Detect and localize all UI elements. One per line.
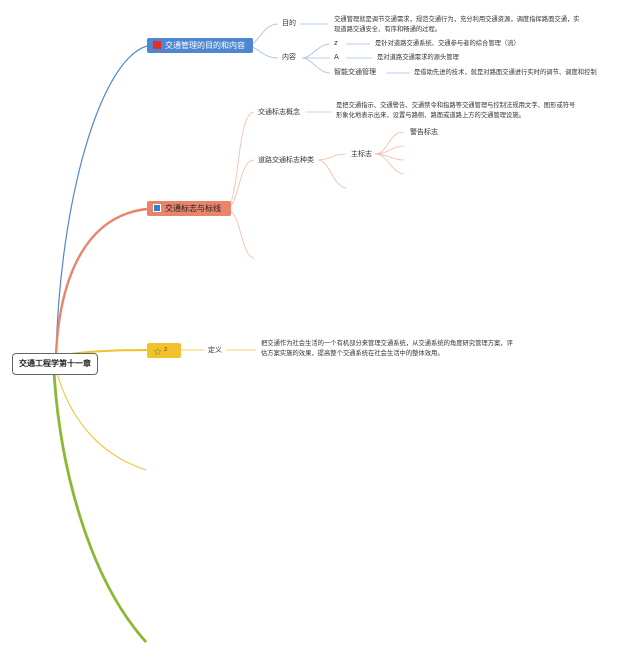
node-neirong-intel[interactable]: 智能交通管理 xyxy=(334,68,376,76)
red-square-icon xyxy=(153,41,161,49)
node-main-sign[interactable]: 主标志 xyxy=(351,150,372,158)
node-neirong-A-text: 是对道路交通需求的源头管理 xyxy=(377,54,459,61)
node-neirong-z-text: 是针对道路交通系统、交通参与者的综合管理（流） xyxy=(375,40,520,47)
connector-main-empty-3 xyxy=(374,153,405,175)
connector-root-branch1 xyxy=(55,45,148,356)
node-neirong-z[interactable]: z xyxy=(334,39,338,47)
branch-traffic-management[interactable]: 交通管理的目的和内容 xyxy=(147,38,253,53)
connector-root-yellow-extra xyxy=(55,369,147,471)
node-mudi[interactable]: 目的 xyxy=(282,19,296,27)
branch-three[interactable]: ☆2 xyxy=(147,343,181,358)
node-definition[interactable]: 定义 xyxy=(208,346,222,354)
branch-label: 交通标志与标线 xyxy=(165,204,221,213)
node-neirong-intel-text: 是借助先进的技术，就是对路面交通进行实时的调节、调度和控制 xyxy=(414,69,597,76)
node-mudi-text: 交通管理就是调节交通需求，规范交通行为，充分利用交通资源，调度指挥路面交通，实现… xyxy=(334,16,580,33)
connector-b2-empty xyxy=(224,208,255,259)
connector-types-main xyxy=(317,153,347,161)
star-icon: ☆ xyxy=(153,346,162,358)
node-sign-concept[interactable]: 交通标志概念 xyxy=(258,108,300,116)
connector-neirong-z xyxy=(301,43,331,59)
connector-main-warning xyxy=(374,131,405,155)
root-node[interactable]: 交通工程学第十一章 xyxy=(12,353,98,375)
node-definition-text: 把交通作为社会生活的一个有机部分来管理交通系统，从交通系统的角度研究管理方案，评… xyxy=(261,340,513,357)
connector-root-green xyxy=(52,371,148,643)
node-warning-sign[interactable]: 警告标志 xyxy=(410,128,438,136)
connector-neirong-intel xyxy=(301,57,331,74)
branch-label: 交通管理的目的和内容 xyxy=(165,41,245,50)
node-neirong[interactable]: 内容 xyxy=(282,53,296,61)
branch-badge: 2 xyxy=(163,347,168,353)
connector-root-branch2 xyxy=(54,207,148,356)
connector-types-empty xyxy=(317,159,347,189)
connector-b2-concept xyxy=(224,111,255,210)
blue-square-icon xyxy=(153,204,161,212)
node-neirong-A[interactable]: A xyxy=(334,53,339,61)
branch-signs-markings[interactable]: 交通标志与标线 xyxy=(147,201,231,216)
node-sign-types[interactable]: 道路交通标志种类 xyxy=(258,156,314,164)
node-sign-concept-text: 是把交通指示、交通警告、交通禁令和指路等交通管理与控制法规用文字、图形或符号形象… xyxy=(336,102,576,119)
